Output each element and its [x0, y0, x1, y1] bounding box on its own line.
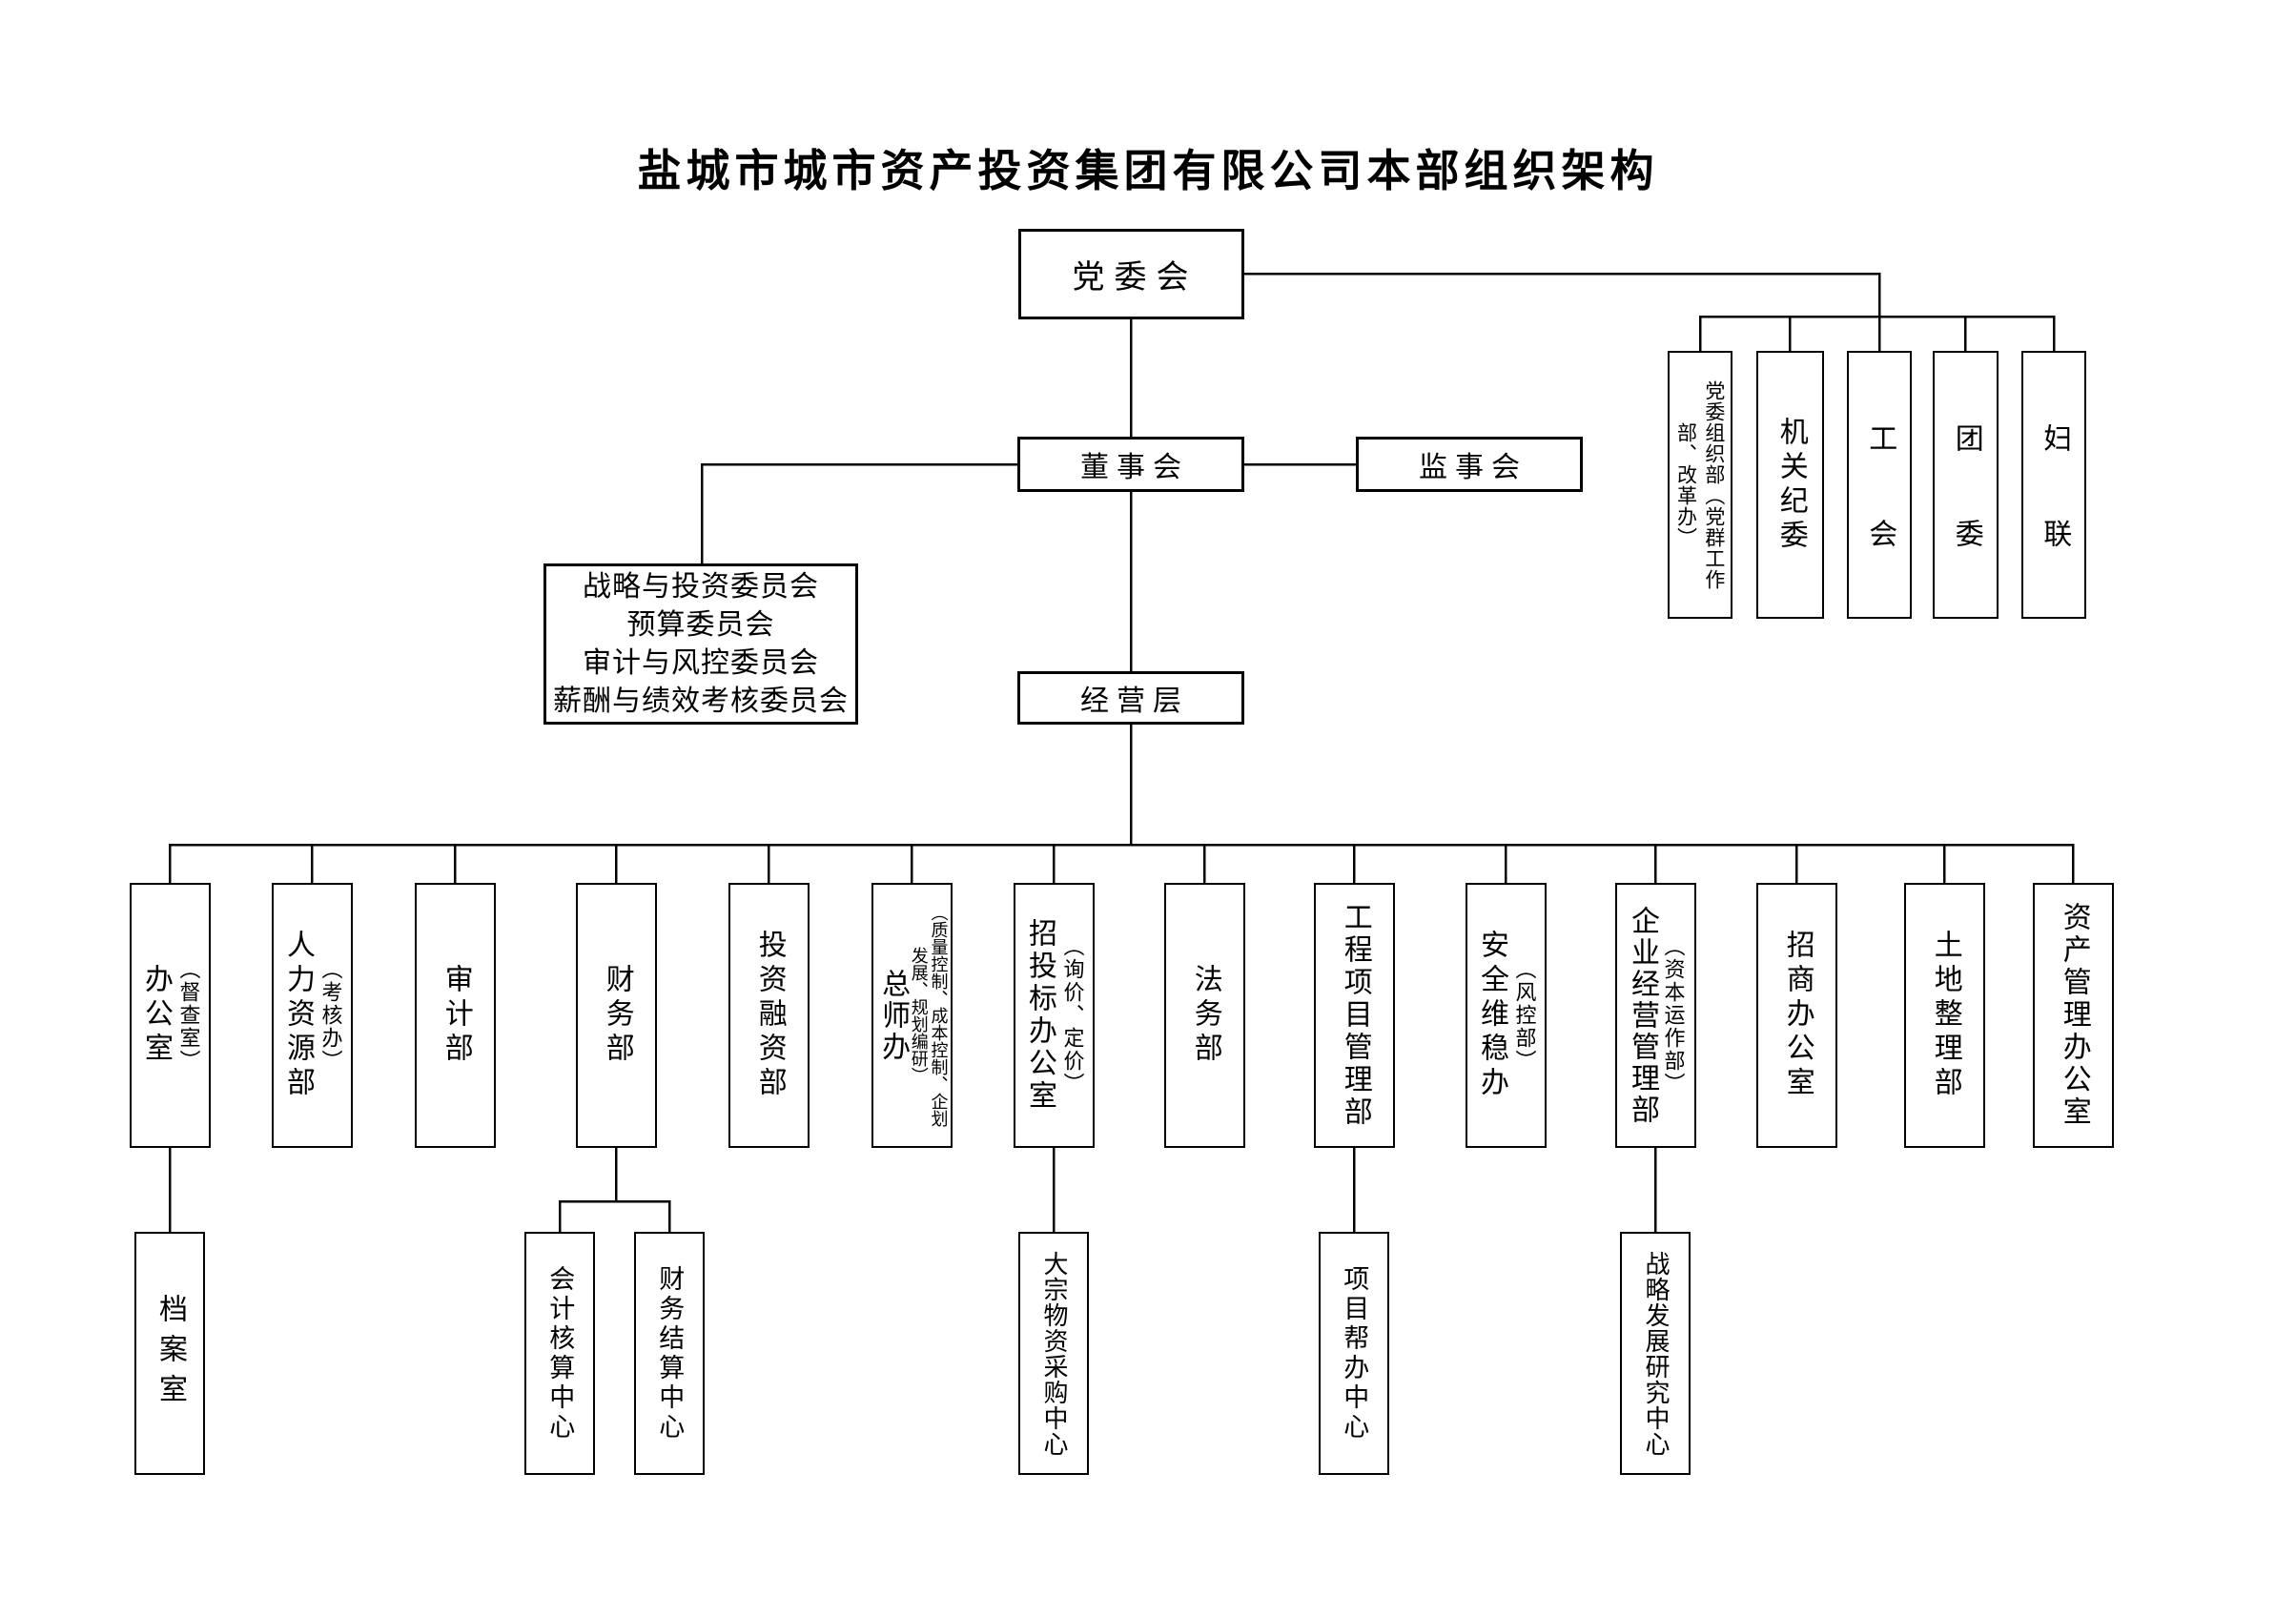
bulk-materials-procurement-center-box: 大宗物资采购中心	[1018, 1232, 1089, 1475]
bulk-materials-procurement-center-label: 大宗物资采购中心	[1039, 1250, 1068, 1457]
asset-management-office-box: 资产管理办公室	[2033, 883, 2114, 1148]
chief-engineer-office-name: 总师办	[877, 968, 910, 1063]
management-layer-box: 经营层	[1017, 671, 1244, 725]
project-management-department-box: 工程项目管理部	[1314, 883, 1395, 1148]
investment-promotion-office-box: 招商办公室	[1756, 883, 1837, 1148]
chief-engineer-office-subtitle-col1: （质量控制、成本控制、企划	[929, 904, 949, 1127]
archives-room-box: 档案室	[134, 1232, 205, 1475]
hr-department-name: 人力资源部	[281, 930, 314, 1101]
committee-compensation-performance: 薪酬与绩效考核委员会	[553, 685, 849, 717]
labor-union-label: 工会	[1864, 422, 1896, 614]
audit-department-box: 审计部	[415, 883, 496, 1148]
party-committee-box: 党委会	[1018, 229, 1244, 319]
committee-budget: 预算委员会	[626, 608, 775, 641]
committee-strategy-investment: 战略与投资委员会	[583, 570, 819, 603]
investment-promotion-office-name: 招商办公室	[1781, 930, 1814, 1101]
youth-league-committee-label: 团委	[1950, 422, 1982, 614]
project-management-department-name: 工程项目管理部	[1339, 902, 1371, 1129]
enterprise-management-department-subtitle: （资本运作部）	[1661, 935, 1686, 1095]
supervisory-board-box: 监事会	[1356, 437, 1583, 492]
finance-department-box: 财务部	[576, 883, 657, 1148]
finance-department-name: 财务部	[601, 964, 633, 1067]
board-committees-box: 战略与投资委员会 预算委员会 审计与风控委员会 薪酬与绩效考核委员会	[543, 563, 858, 725]
safety-stability-office-name: 安全维稳办	[1475, 930, 1507, 1101]
board-label: 董事会	[1080, 452, 1189, 483]
project-assistance-center-label: 项目帮办中心	[1340, 1264, 1369, 1443]
accounting-center-label: 会计核算中心	[545, 1264, 575, 1443]
bidding-office-box: 招投标办公室 （询价、定价）	[1014, 883, 1095, 1148]
general-office-box: 办公室 （督查室）	[130, 883, 211, 1148]
project-assistance-center-box: 项目帮办中心	[1319, 1232, 1389, 1475]
land-consolidation-department-box: 土地整理部	[1904, 883, 1985, 1148]
labor-union-box: 工会	[1847, 351, 1912, 619]
asset-management-office-name: 资产管理办公室	[2058, 902, 2090, 1129]
accounting-center-box: 会计核算中心	[524, 1232, 595, 1475]
committee-audit-risk: 审计与风控委员会	[583, 646, 819, 679]
investment-financing-department-name: 投资融资部	[753, 930, 786, 1101]
safety-stability-office-box: 安全维稳办 （风控部）	[1466, 883, 1547, 1148]
audit-department-name: 审计部	[440, 964, 472, 1067]
womens-federation-box: 妇联	[2021, 351, 2086, 619]
supervisory-board-label: 监事会	[1419, 452, 1527, 483]
bidding-office-subtitle: （询价、定价）	[1060, 935, 1085, 1095]
office-discipline-committee-box: 机关纪委	[1756, 351, 1824, 619]
page-title: 盐城市城市资产投资集团有限公司本部组织架构	[637, 147, 1659, 195]
party-organization-department-col-right: 党委组织部（党群工作	[1702, 379, 1726, 590]
party-organization-department-col-left: 部、改革办）	[1674, 421, 1698, 548]
safety-stability-office-subtitle: （风控部）	[1512, 958, 1537, 1073]
strategic-development-research-center-label: 战略发展研究中心	[1641, 1250, 1670, 1457]
party-organization-department-box: 部、改革办） 党委组织部（党群工作	[1668, 351, 1732, 619]
youth-league-committee-box: 团委	[1933, 351, 1999, 619]
land-consolidation-department-name: 土地整理部	[1929, 930, 1961, 1101]
bidding-office-name: 招投标办公室	[1023, 918, 1056, 1113]
enterprise-management-department-box: 企业经营管理部 （资本运作部）	[1615, 883, 1696, 1148]
hr-department-box: 人力资源部 （考核办）	[272, 883, 353, 1148]
party-committee-label: 党委会	[1072, 260, 1199, 296]
legal-department-name: 法务部	[1189, 964, 1221, 1067]
chief-engineer-office-box: 总师办 发展、规划编研） （质量控制、成本控制、企划	[871, 883, 953, 1148]
womens-federation-label: 妇联	[2039, 422, 2071, 614]
archives-room-label: 档案室	[154, 1293, 186, 1414]
hr-department-subtitle: （考核办）	[318, 958, 343, 1073]
board-box: 董事会	[1017, 437, 1244, 492]
general-office-name: 办公室	[139, 964, 172, 1067]
enterprise-management-department-name: 企业经营管理部	[1626, 905, 1658, 1126]
chief-engineer-office-subtitle-col2: 发展、规划编研）	[909, 947, 929, 1084]
financial-settlement-center-box: 财务结算中心	[634, 1232, 705, 1475]
financial-settlement-center-label: 财务结算中心	[655, 1264, 685, 1443]
strategic-development-research-center-box: 战略发展研究中心	[1620, 1232, 1691, 1475]
investment-financing-department-box: 投资融资部	[728, 883, 810, 1148]
general-office-subtitle: （督查室）	[176, 958, 201, 1073]
management-layer-label: 经营层	[1080, 686, 1189, 717]
legal-department-box: 法务部	[1164, 883, 1245, 1148]
office-discipline-committee-label: 机关纪委	[1774, 416, 1807, 554]
